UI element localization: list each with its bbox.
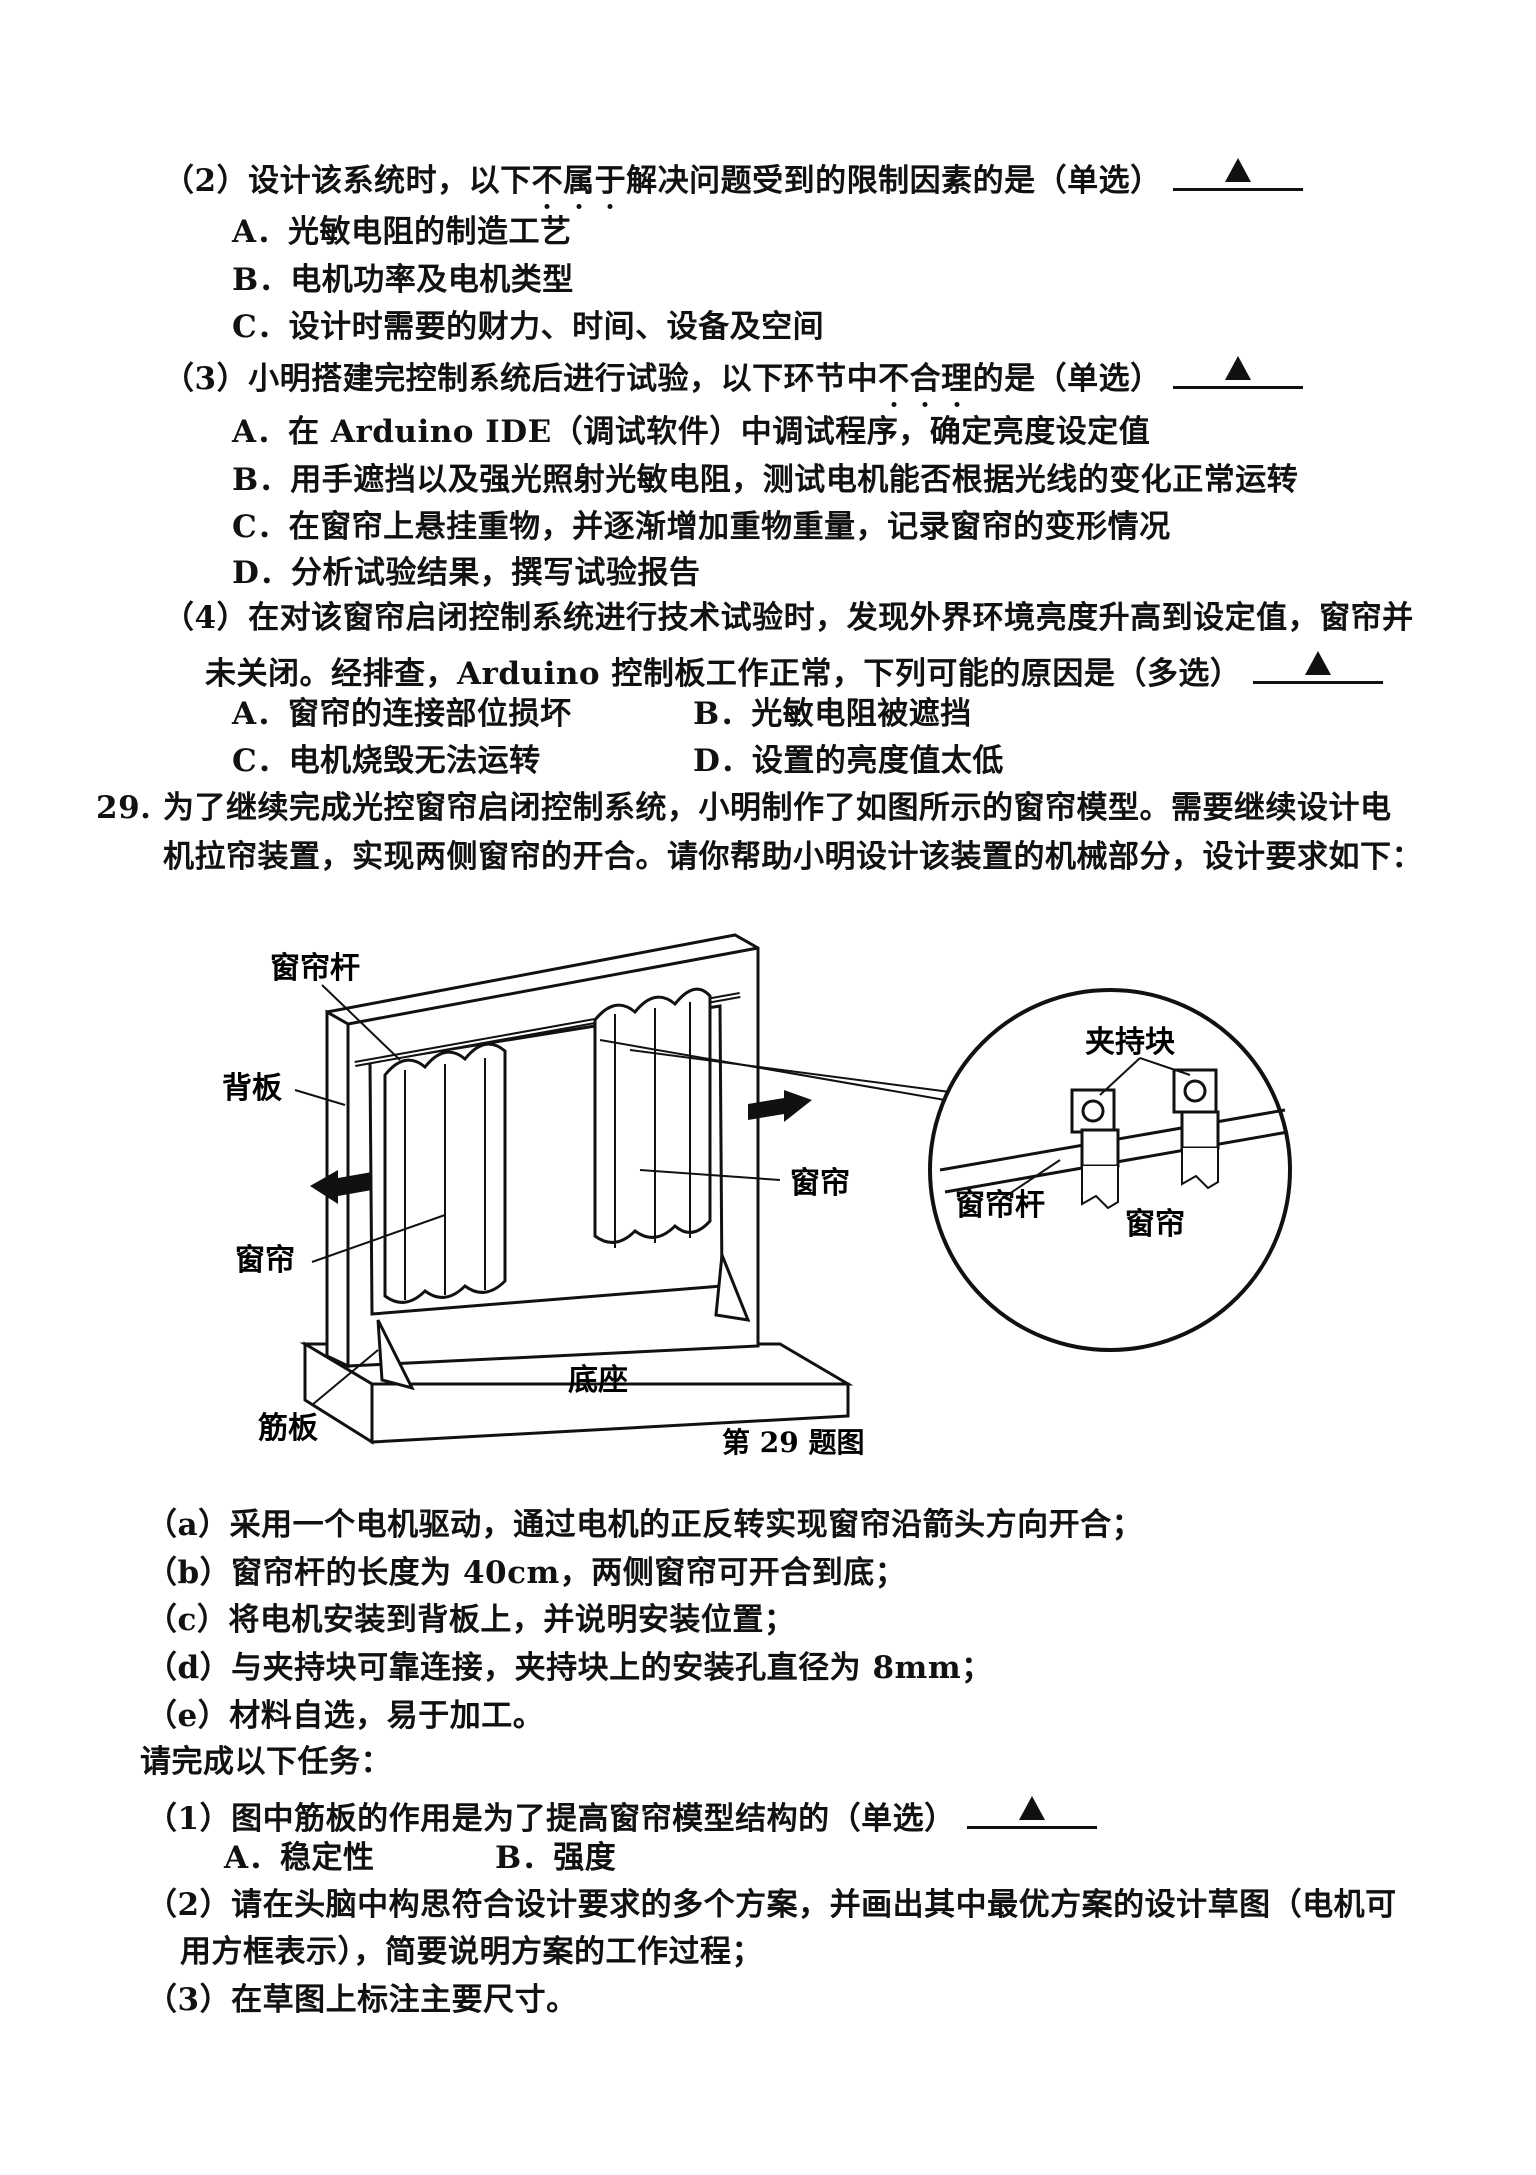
task1-option-a: A．稳定性 bbox=[224, 1840, 375, 1876]
q28-part4-stem-line1: （4）在对该窗帘启闭控制系统进行技术试验时，发现外界环境亮度升高到设定值，窗帘并 bbox=[163, 600, 1414, 636]
zoom-line bbox=[599, 1039, 946, 1101]
clamp-block bbox=[1180, 1110, 1220, 1150]
q28-p4-option-a: A．窗帘的连接部位损坏 bbox=[232, 696, 572, 732]
q29-intro-line2: 机拉帘装置，实现两侧窗帘的开合。请你帮助小明设计该装置的机械部分，设计要求如下： bbox=[163, 839, 1423, 875]
answer-blank[interactable] bbox=[1172, 152, 1303, 191]
leader-line bbox=[321, 984, 401, 1061]
label-zoom-curtain: 窗帘 bbox=[1125, 1207, 1185, 1242]
curtain-right bbox=[593, 987, 712, 1244]
clamp-block bbox=[1080, 1128, 1120, 1168]
label-rod: 窗帘杆 bbox=[270, 951, 360, 986]
task1-stem: （1）图中筋板的作用是为了提高窗帘模型结构的（单选） bbox=[146, 1790, 1097, 1839]
triangle-icon bbox=[1018, 1796, 1045, 1820]
leader-line bbox=[311, 1214, 446, 1263]
task1-option-b: B．强度 bbox=[495, 1840, 617, 1876]
q28-p3-option-b: B．用手遮挡以及强光照射光敏电阻，测试电机能否根据光线的变化正常运转 bbox=[232, 462, 1299, 498]
leader-line bbox=[294, 1089, 346, 1106]
label-clamp: 夹持块 bbox=[1085, 1025, 1175, 1060]
q28-p3-option-a: A．在 Arduino IDE（调试软件）中调试程序，确定亮度设定值 bbox=[232, 414, 1151, 450]
q28-p4-option-c: C．电机烧毁无法运转 bbox=[232, 743, 541, 779]
label-backboard: 背板 bbox=[222, 1071, 282, 1106]
arrow-right-icon bbox=[748, 1090, 812, 1122]
zoom-curtain bbox=[1181, 1148, 1219, 1190]
q28-p2-option-b: B．电机功率及电机类型 bbox=[232, 262, 574, 298]
q29-number: 29. bbox=[96, 790, 152, 826]
backboard-top-edge bbox=[347, 946, 759, 1026]
leader-line bbox=[1099, 1057, 1141, 1096]
requirement-b: （b）窗帘杆的长度为 40cm，两侧窗帘可开合到底； bbox=[146, 1555, 907, 1591]
leader-line bbox=[639, 1169, 781, 1181]
q29-intro-line1: 为了继续完成光控窗帘启闭控制系统，小明制作了如图所示的窗帘模型。需要继续设计电 bbox=[163, 790, 1392, 826]
label-curtain-left: 窗帘 bbox=[235, 1243, 295, 1278]
label-zoom-rod: 窗帘杆 bbox=[955, 1188, 1045, 1223]
q28-p3-option-c: C．在窗帘上悬挂重物，并逐渐增加重物重量，记录窗帘的变形情况 bbox=[232, 509, 1171, 545]
triangle-icon bbox=[1224, 356, 1251, 380]
rib-left bbox=[376, 1319, 415, 1391]
rib-right bbox=[714, 1254, 751, 1322]
q28-part3-stem: （3）小明搭建完控制系统后进行试验，以下环节中不合理的是（单选） bbox=[163, 350, 1303, 399]
task2-line1: （2）请在头脑中构思符合设计要求的多个方案，并画出其中最优方案的设计草图（电机可 bbox=[146, 1887, 1397, 1923]
requirement-d: （d）与夹持块可靠连接，夹持块上的安装孔直径为 8mm； bbox=[146, 1650, 993, 1686]
arrow-left-icon bbox=[310, 1170, 372, 1204]
q28-p4-option-b: B．光敏电阻被遮挡 bbox=[693, 696, 972, 732]
q28-p4-option-d: D．设置的亮度值太低 bbox=[693, 743, 1004, 779]
emphasis-char: 属 bbox=[563, 163, 595, 199]
emphasis-char: 于 bbox=[594, 163, 627, 199]
emphasis-char: 不 bbox=[878, 361, 910, 397]
q28-p3-option-d: D．分析试验结果，撰写试验报告 bbox=[232, 555, 701, 591]
q28-p2-option-a: A．光敏电阻的制造工艺 bbox=[232, 214, 572, 250]
clamp-hole bbox=[1183, 1079, 1207, 1103]
clamp-hole bbox=[1081, 1099, 1105, 1123]
clamp-block bbox=[1070, 1088, 1116, 1134]
triangle-icon bbox=[1304, 651, 1331, 675]
requirement-e: （e）材料自选，易于加工。 bbox=[146, 1698, 545, 1734]
leader-line bbox=[1139, 1057, 1191, 1076]
emphasis-char: 不 bbox=[531, 163, 564, 199]
label-curtain-right: 窗帘 bbox=[790, 1166, 850, 1201]
answer-blank[interactable] bbox=[966, 1790, 1097, 1829]
figure-caption: 第 29 题图 bbox=[722, 1426, 864, 1459]
q28-p2-option-c: C．设计时需要的财力、时间、设备及空间 bbox=[232, 309, 825, 345]
task-intro: 请完成以下任务： bbox=[140, 1744, 392, 1780]
q28-part2-stem: （2）设计该系统时，以下不属于解决问题受到的限制因素的是（单选） bbox=[163, 152, 1303, 201]
clamp-block bbox=[1172, 1068, 1218, 1114]
requirement-a: （a）采用一个电机驱动，通过电机的正反转实现窗帘沿箭头方向开合； bbox=[146, 1507, 1144, 1543]
label-base: 底座 bbox=[568, 1363, 628, 1398]
zoom-line bbox=[629, 1049, 951, 1093]
task2-line2: 用方框表示），简要说明方案的工作过程； bbox=[180, 1934, 763, 1970]
base-plate-edge bbox=[370, 1382, 850, 1444]
leader-line bbox=[999, 1159, 1061, 1201]
answer-blank[interactable] bbox=[1252, 645, 1383, 684]
leader-line bbox=[311, 1349, 379, 1406]
q28-part4-stem-line2: 未关闭。经排查，Arduino 控制板工作正常，下列可能的原因是（多选） bbox=[205, 645, 1383, 694]
answer-blank[interactable] bbox=[1172, 350, 1303, 389]
emphasis-char: 理 bbox=[941, 361, 973, 397]
q29-figure: 窗帘杆 背板 窗帘 窗帘 底座 筋板 夹持块 窗帘杆 窗帘 第 29 题图 bbox=[222, 933, 1292, 1459]
requirement-c: （c）将电机安装到背板上，并说明安装位置； bbox=[146, 1602, 796, 1638]
triangle-icon bbox=[1224, 158, 1251, 182]
emphasis-char: 合 bbox=[909, 361, 942, 397]
zoom-curtain bbox=[1081, 1166, 1119, 1210]
task3: （3）在草图上标注主要尺寸。 bbox=[146, 1982, 578, 2018]
label-rib: 筋板 bbox=[258, 1411, 318, 1446]
